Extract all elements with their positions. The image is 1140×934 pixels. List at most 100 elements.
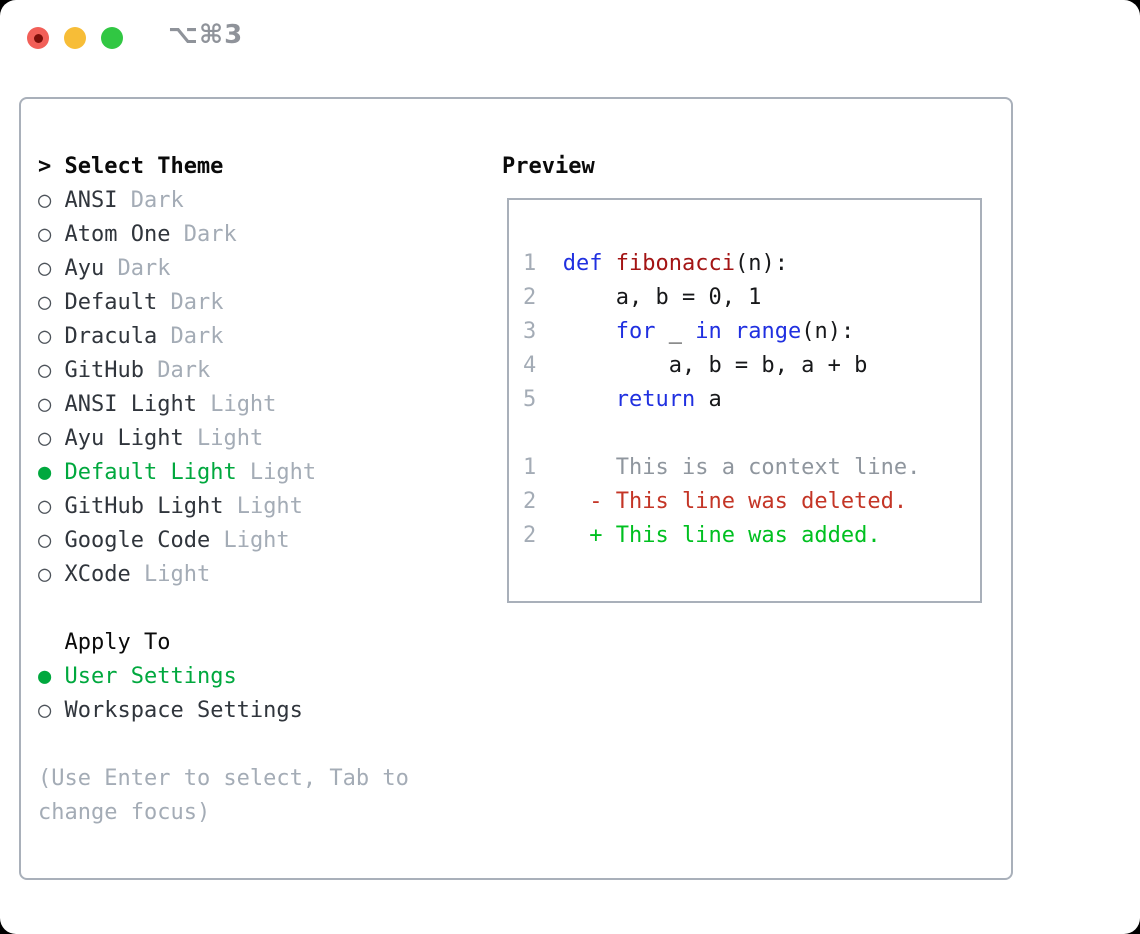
radio-selected-icon: ●: [38, 664, 65, 689]
theme-option-tag: Light: [210, 528, 290, 553]
line-number: 2: [523, 523, 590, 548]
preview-header: Preview: [502, 154, 595, 179]
theme-option-default-light[interactable]: ● Default Light Light: [38, 456, 422, 490]
theme-option-name: ANSI Light: [64, 392, 197, 417]
code-token: [722, 319, 735, 344]
theme-option-tag: Light: [223, 494, 303, 519]
theme-option-tag: Light: [130, 562, 211, 587]
theme-option-tag: Dark: [157, 324, 224, 349]
theme-option-ayu[interactable]: ○ Ayu Dark: [38, 252, 422, 286]
theme-option-tag: Dark: [104, 256, 171, 281]
code-line: 3 for _ in range(n):: [523, 315, 980, 349]
theme-option-name: Default: [64, 290, 158, 315]
close-button[interactable]: [27, 27, 49, 49]
code-token: (n):: [801, 319, 855, 344]
diff-preview: 1 This is a context line.2 - This line w…: [523, 451, 980, 553]
theme-option-ansi-light[interactable]: ○ ANSI Light Light: [38, 388, 422, 422]
theme-option-list: ○ ANSI Dark○ Atom One Dark○ Ayu Dark○ De…: [38, 184, 422, 592]
code-token: for: [615, 319, 656, 344]
apply-to-header: Apply To: [64, 630, 171, 655]
radio-unselected-icon: ○: [38, 188, 65, 213]
diff-line-deleted: 2 - This line was deleted.: [523, 485, 980, 519]
theme-option-name: Ayu Light: [64, 426, 184, 451]
code-token: (n):: [734, 251, 788, 276]
theme-option-tag: Dark: [143, 358, 211, 383]
theme-option-ansi[interactable]: ○ ANSI Dark: [38, 184, 422, 218]
code-line: 2 a, b = 0, 1: [523, 281, 980, 315]
radio-unselected-icon: ○: [38, 562, 65, 587]
radio-unselected-icon: ○: [38, 256, 65, 281]
radio-unselected-icon: ○: [38, 222, 65, 247]
theme-option-name: XCode: [64, 562, 131, 587]
apply-to-section: Apply To ● User Settings○ Workspace Sett…: [38, 626, 422, 728]
diff-text: This line was deleted.: [602, 489, 908, 514]
theme-option-name: Atom One: [64, 222, 171, 247]
line-number: 4: [523, 353, 563, 378]
theme-option-tag: Dark: [157, 290, 224, 315]
theme-option-tag: Dark: [170, 222, 237, 247]
code-line: 4 a, b = b, a + b: [523, 349, 980, 383]
diff-line-context: 1 This is a context line.: [523, 451, 980, 485]
radio-selected-icon: ●: [38, 460, 65, 485]
code-token: fibonacci: [615, 251, 735, 276]
code-token: a, b = 0, 1: [562, 285, 762, 310]
code-token: _: [655, 319, 696, 344]
theme-option-github[interactable]: ○ GitHub Dark: [38, 354, 422, 388]
apply-to-option-user-settings[interactable]: ● User Settings: [38, 660, 422, 694]
theme-option-name: Default Light: [64, 460, 237, 485]
line-number: 2: [523, 489, 590, 514]
window-shortcut-label: ⌥⌘3: [168, 20, 244, 50]
radio-unselected-icon: ○: [38, 290, 65, 315]
theme-option-github-light[interactable]: ○ GitHub Light Light: [38, 490, 422, 524]
code-line: 1 def fibonacci(n):: [523, 247, 980, 281]
radio-unselected-icon: ○: [38, 358, 65, 383]
theme-option-atom-one[interactable]: ○ Atom One Dark: [38, 218, 422, 252]
line-number: 2: [523, 285, 563, 310]
code-token: in: [695, 319, 722, 344]
diff-marker: +: [589, 523, 603, 548]
code-line: 5 return a: [523, 383, 980, 417]
code-token: return: [615, 387, 696, 412]
line-number: 5: [523, 387, 563, 412]
focus-caret-icon: >: [38, 154, 52, 179]
diff-text: This line was added.: [602, 523, 881, 548]
theme-option-xcode[interactable]: ○ XCode Light: [38, 558, 422, 592]
apply-to-option-workspace-settings[interactable]: ○ Workspace Settings: [38, 694, 422, 728]
radio-unselected-icon: ○: [38, 392, 65, 417]
radio-unselected-icon: ○: [38, 494, 65, 519]
radio-unselected-icon: ○: [38, 528, 65, 553]
diff-marker: -: [589, 489, 603, 514]
code-token: def: [562, 251, 603, 276]
select-theme-header-label: Select Theme: [64, 154, 224, 179]
code-token: range: [734, 319, 802, 344]
minimize-button[interactable]: [64, 27, 86, 49]
theme-option-google-code[interactable]: ○ Google Code Light: [38, 524, 422, 558]
code-token: a, b = b, a + b: [562, 353, 868, 378]
apply-to-option-name: User Settings: [64, 664, 237, 689]
code-token: [563, 319, 616, 344]
diff-line-added: 2 + This line was added.: [523, 519, 980, 553]
line-number: 3: [523, 319, 563, 344]
theme-option-default[interactable]: ○ Default Dark: [38, 286, 422, 320]
maximize-button[interactable]: [101, 27, 123, 49]
code-token: [563, 387, 616, 412]
radio-unselected-icon: ○: [38, 426, 65, 451]
line-number: 1: [523, 251, 563, 276]
code-token: [603, 251, 616, 276]
theme-picker-panel: >Select Theme ○ ANSI Dark○ Atom One Dark…: [19, 97, 1013, 880]
theme-option-name: Google Code: [64, 528, 211, 553]
code-token: a: [695, 387, 722, 412]
theme-option-name: GitHub: [64, 358, 144, 383]
theme-option-ayu-light[interactable]: ○ Ayu Light Light: [38, 422, 422, 456]
radio-unselected-icon: ○: [38, 698, 65, 723]
diff-text: This is a context line.: [602, 455, 921, 480]
apply-to-option-name: Workspace Settings: [64, 698, 303, 723]
traffic-lights: [27, 27, 123, 49]
theme-option-name: Dracula: [64, 324, 158, 349]
theme-option-dracula[interactable]: ○ Dracula Dark: [38, 320, 422, 354]
theme-option-name: GitHub Light: [64, 494, 224, 519]
unsaved-dot-icon: [33, 33, 43, 43]
theme-option-name: Ayu: [64, 256, 105, 281]
